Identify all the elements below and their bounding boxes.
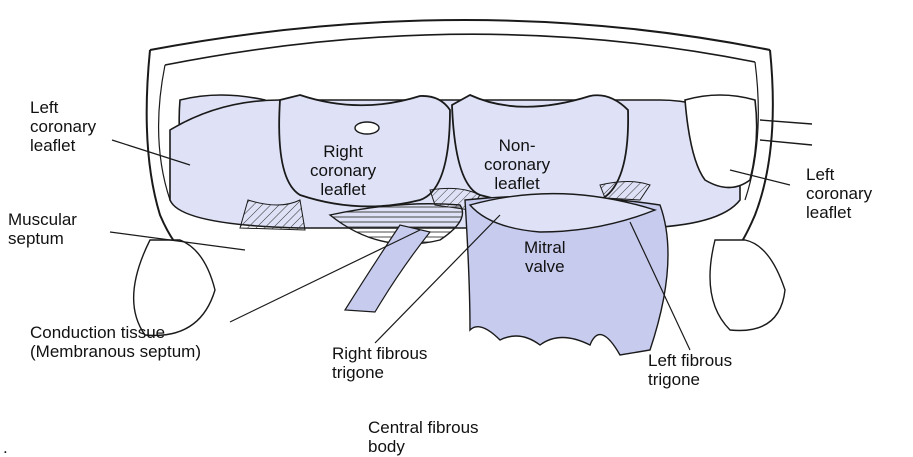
hatched-trigone-left (240, 200, 305, 230)
label-non-coronary-leaflet: Non- coronary leaflet (484, 136, 550, 193)
corner-mark: . (3, 438, 8, 457)
aortic-wall-left-inner (159, 65, 170, 200)
septal-wall-right (710, 240, 785, 331)
label-left-coronary-leaflet-right: Left coronary leaflet (806, 165, 872, 222)
septal-wall-left (134, 240, 215, 335)
label-muscular-septum: Muscular septum (8, 210, 77, 248)
right-side-artery (760, 120, 812, 145)
label-conduction-tissue: Conduction tissue (Membranous septum) (30, 323, 201, 361)
label-central-fibrous-body: Central fibrous body (368, 418, 479, 456)
label-mitral-valve: Mitral valve (524, 238, 566, 276)
label-left-coronary-leaflet-left: Left coronary leaflet (30, 98, 96, 155)
label-right-coronary-leaflet: Right coronary leaflet (310, 142, 376, 199)
label-left-fibrous-trigone: Left fibrous trigone (648, 351, 732, 389)
label-right-fibrous-trigone: Right fibrous trigone (332, 344, 427, 382)
coronary-ostium (355, 122, 379, 134)
aortic-rim-inner (165, 34, 755, 65)
